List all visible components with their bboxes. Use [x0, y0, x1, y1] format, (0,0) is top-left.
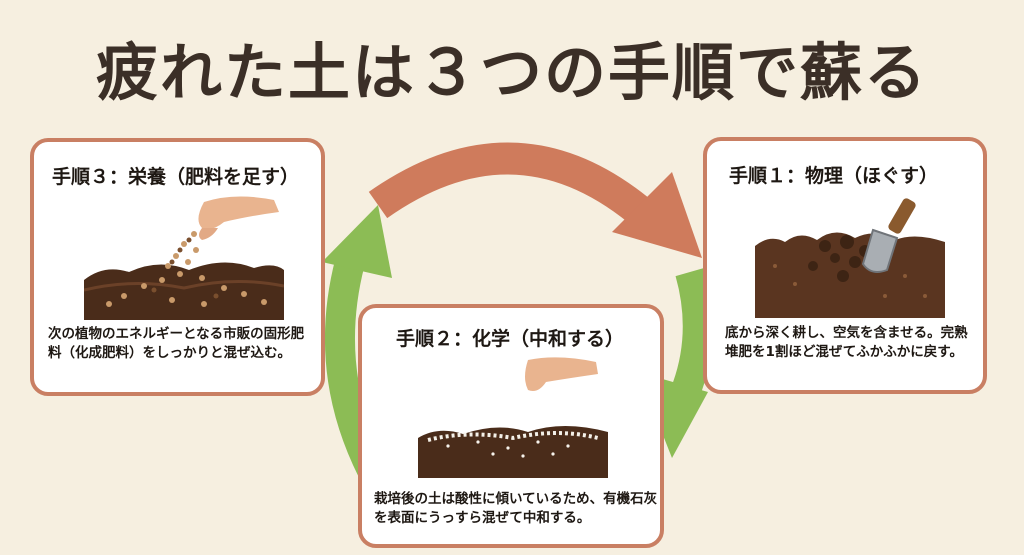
arrowhead-step1 [612, 172, 702, 258]
step-1-heading: 手順１：物理（ほぐす） [729, 165, 939, 187]
diagram-title: 疲れた土は３つの手順で蘇る [95, 36, 928, 109]
step-2-description: 栽培後の土は酸性に傾いているため、有機石灰を表面にうっすら混ぜて中和する。 [374, 491, 658, 526]
arrowhead-step3 [322, 205, 392, 278]
trowel-soil-illustration [755, 198, 945, 318]
lime-soil-illustration [418, 357, 608, 478]
fertilizer-illustration [84, 196, 284, 320]
step-3-description: 次の植物のエネルギーとなる市販の固形肥料（化成肥料）をしっかりと混ぜ込む。 [48, 326, 305, 361]
step-2-heading: 手順２：化学（中和する） [396, 328, 625, 350]
step-3-heading: 手順３：栄養（肥料を足す） [52, 166, 300, 188]
step-1-description: 底から深く耕し、空気を含ませる。完熟堆肥を1割ほど混ぜてふかふかに戻す。 [725, 325, 968, 360]
step-2-card: 手順２：化学（中和する） 栽培後の土は酸性に傾いているため、有機石灰を表面にうっ… [358, 304, 664, 548]
step-1-card: 手順１：物理（ほぐす） 底から深く耕し、空気を含ませる。完熟堆肥を1割ほど混ぜて… [703, 137, 987, 394]
step-3-card: 手順３：栄養（肥料を足す） 次の植物のエネルギーとなる市販の固形肥料（化成肥料）… [30, 138, 325, 396]
arrow-step3-to-step1 [368, 142, 661, 233]
